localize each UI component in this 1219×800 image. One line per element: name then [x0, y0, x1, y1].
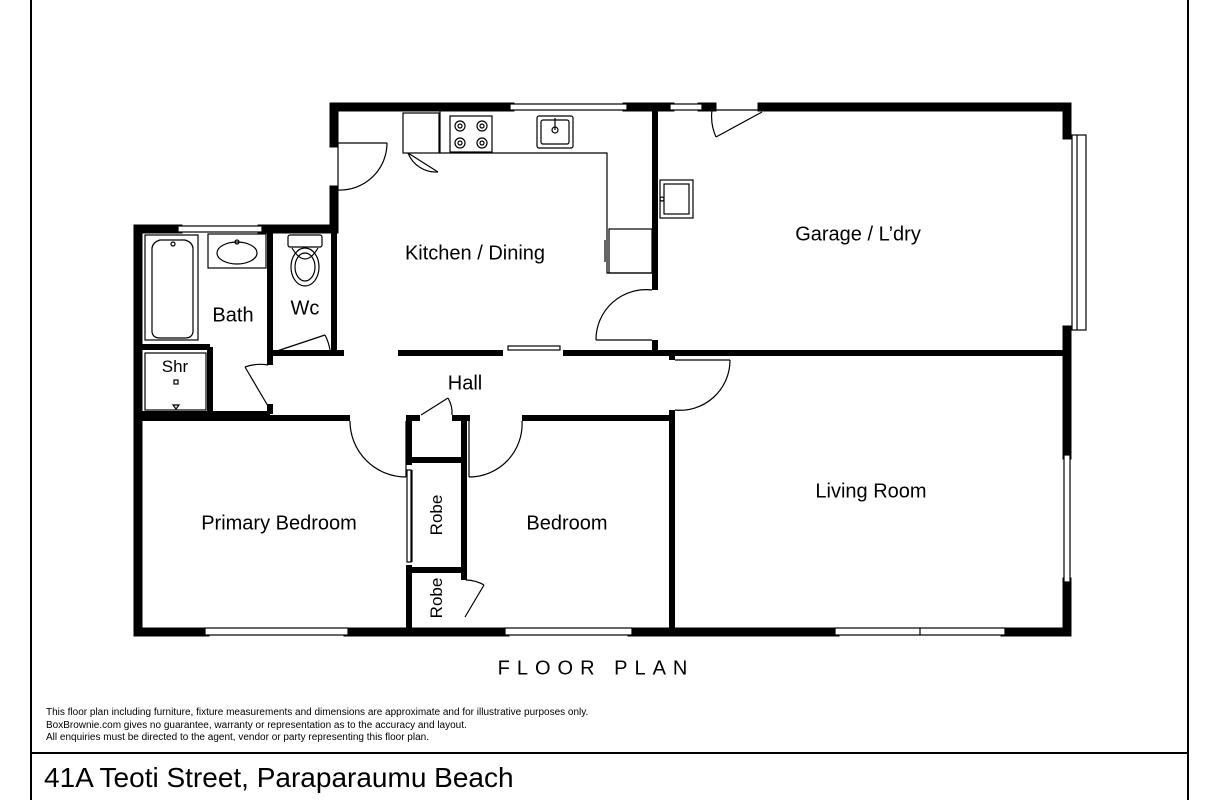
toilet — [287, 234, 323, 287]
room-label-garage: Garage / L’dry — [795, 223, 921, 246]
room-label-hall: Hall — [447, 372, 483, 395]
room-label-robe-lower: Robe — [427, 577, 446, 619]
laundry-tub — [659, 179, 694, 219]
room-label-kitchen: Kitchen / Dining — [404, 242, 546, 265]
kitchen-bench — [439, 110, 653, 274]
property-address: 41A Teoti Street, Paraparaumu Beach — [44, 762, 514, 793]
room-label-living: Living Room — [815, 480, 927, 503]
room-label-primary-bedroom: Primary Bedroom — [201, 512, 357, 535]
room-label-wc: Wc — [290, 297, 320, 320]
room-label-shower: Shr — [161, 357, 189, 376]
room-label-bath: Bath — [212, 304, 254, 327]
floor-plan-heading: FLOOR PLAN — [497, 657, 695, 680]
doors — [244, 109, 763, 618]
page-border — [30, 0, 1189, 800]
room-label-robe-upper: Robe — [427, 494, 446, 536]
disclaimer: This floor plan including furniture, fix… — [46, 707, 588, 745]
disclaimer-line: All enquiries must be directed to the ag… — [46, 732, 429, 743]
windows — [177, 103, 1087, 636]
disclaimer-line: BoxBrownie.com gives no guarantee, warra… — [46, 719, 467, 731]
interior-walls — [141, 110, 1066, 630]
exterior-walls — [133, 102, 1072, 637]
bath-fixtures — [144, 233, 267, 411]
room-label-bedroom: Bedroom — [526, 512, 608, 535]
disclaimer-line: This floor plan including furniture, fix… — [46, 707, 589, 718]
